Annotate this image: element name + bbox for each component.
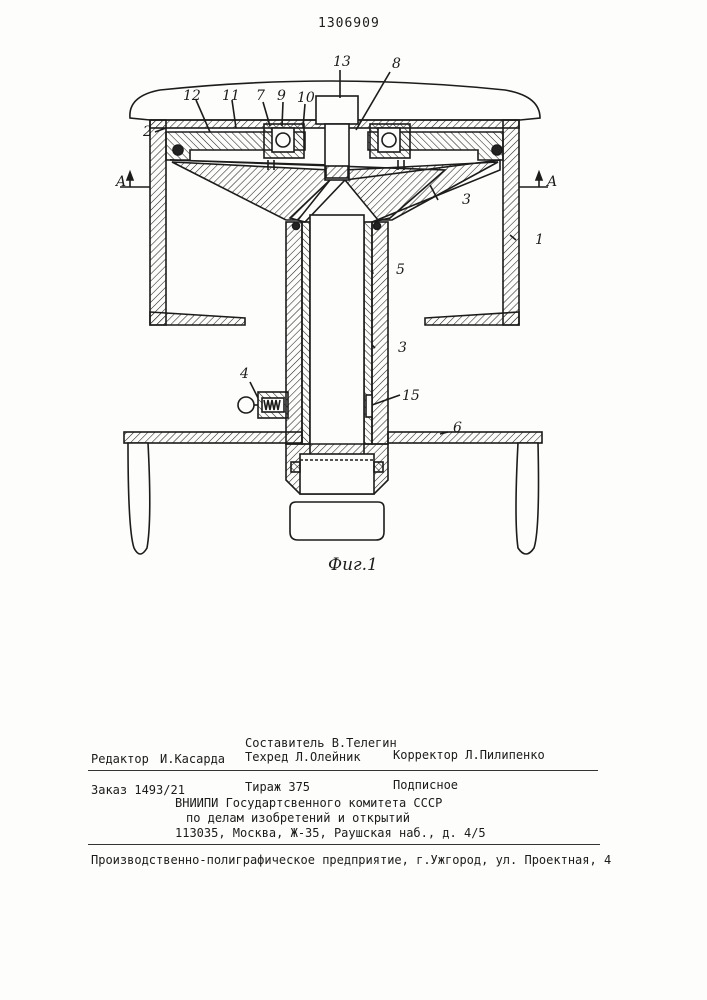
label-1: 1	[535, 232, 544, 248]
bottom-cap	[290, 502, 384, 540]
editor-label: Редактор	[91, 752, 149, 766]
leg-left	[128, 443, 150, 554]
label-2: 2	[142, 124, 152, 140]
label-6: 6	[453, 420, 462, 436]
figure-caption: Фиг.1	[328, 555, 378, 575]
section-label-left: A	[114, 174, 126, 190]
shaft-top-cap	[316, 96, 358, 124]
inner-sleeve-left	[302, 222, 310, 444]
base-plate-right	[388, 432, 542, 443]
outer-tube-right	[372, 222, 388, 444]
address: 113035, Москва, Ж-35, Раушская наб., д. …	[175, 826, 486, 840]
leg-right	[516, 443, 539, 554]
editor-name: И.Касарда	[160, 752, 225, 766]
lock-knob	[238, 397, 254, 413]
label-8: 8	[392, 56, 401, 72]
section-label-right: A	[545, 174, 557, 190]
label-13: 13	[333, 54, 351, 70]
housing-bottom-left	[150, 312, 245, 325]
base-plate-left	[124, 432, 302, 443]
housing-left-wall	[150, 120, 166, 325]
label-5: 5	[396, 262, 405, 278]
label-7: 7	[256, 88, 265, 104]
label-12: 12	[183, 88, 201, 104]
label-15: 15	[402, 388, 420, 404]
circulation: Тираж 375	[245, 780, 310, 794]
techred: Техред Л.Олейник	[245, 750, 361, 764]
order: Заказ 1493/21	[91, 783, 185, 797]
funnel-left	[172, 162, 330, 220]
technical-drawing: 13 8 12 11 7 9 10 2 3 1 5 3 4 15 6 A A Ф…	[0, 0, 707, 600]
subscription: Подписное	[393, 778, 458, 792]
org-line-2: по делам изобретений и открытий	[186, 811, 410, 825]
corrector: Корректор Л.Пилипенко	[393, 748, 545, 762]
funnel-right	[345, 162, 498, 220]
label-3-top: 3	[462, 192, 471, 208]
label-3-bottom: 3	[398, 340, 407, 356]
org-line-1: ВНИИПИ Государтсвенного комитета СССР	[175, 796, 442, 810]
housing-right-wall	[503, 120, 519, 325]
printer: Производственно-полиграфическое предприя…	[91, 853, 611, 867]
label-9: 9	[277, 88, 286, 104]
compiler: Составитель В.Телегин	[245, 736, 397, 750]
imprint-divider-bottom	[88, 844, 600, 845]
housing-bottom-right	[425, 312, 519, 325]
label-10: 10	[297, 90, 315, 106]
imprint-divider-top	[88, 770, 598, 771]
inner-rod	[310, 215, 364, 455]
label-4: 4	[239, 366, 249, 382]
label-11: 11	[222, 88, 240, 104]
